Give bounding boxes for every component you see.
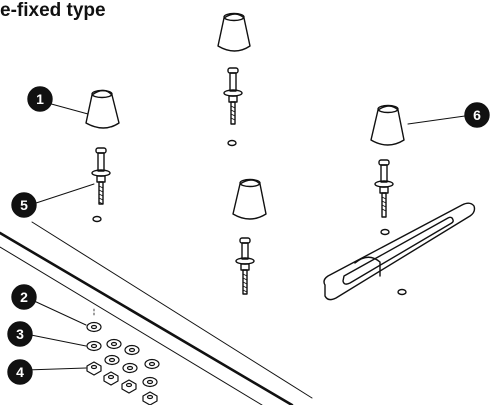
- callout-number: 6: [473, 107, 481, 123]
- table-edge-line: [31, 221, 313, 399]
- callout-5: 5: [11, 192, 37, 218]
- table-edge-line: [0, 246, 263, 405]
- callout-number: 2: [20, 289, 28, 305]
- slotted-plate: [323, 202, 476, 301]
- rubber-cap: [85, 89, 120, 129]
- rubber-cap: [217, 12, 251, 52]
- table-edge-line: [0, 231, 294, 405]
- leader-lines: [25, 101, 473, 371]
- support-pin: [374, 159, 394, 218]
- callout-number: 1: [36, 91, 44, 107]
- washer-nut-parts: [86, 308, 160, 405]
- pin-hole: [227, 139, 237, 147]
- callout-1: 1: [27, 86, 53, 112]
- support-pin: [223, 67, 243, 125]
- page-title: e-fixed type: [0, 0, 106, 21]
- support-pin: [235, 237, 255, 295]
- callout-3: 3: [7, 321, 33, 347]
- support-pin: [91, 147, 111, 205]
- pin-hole: [380, 228, 390, 236]
- callout-4: 4: [7, 359, 33, 385]
- callout-number: 4: [16, 364, 24, 380]
- rubber-cap: [232, 178, 267, 220]
- callout-2: 2: [11, 284, 37, 310]
- pin-hole: [92, 215, 102, 223]
- callout-6: 6: [464, 102, 490, 128]
- callout-number: 5: [20, 197, 28, 213]
- callout-number: 3: [16, 326, 24, 342]
- rubber-cap: [370, 104, 405, 146]
